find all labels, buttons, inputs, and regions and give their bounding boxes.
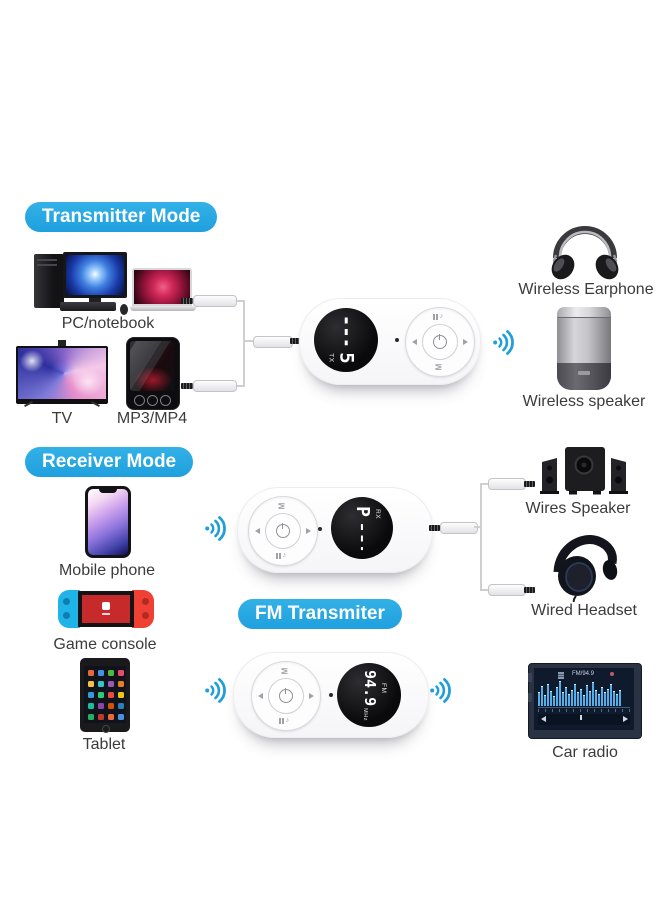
receiver-mode-badge: Receiver Mode <box>25 447 194 477</box>
aux-jack-tip <box>181 298 193 304</box>
note-icon: ♪ <box>282 552 287 559</box>
aux-jack <box>193 295 237 307</box>
tv-icon <box>16 340 108 410</box>
note-icon: ♪ <box>439 313 444 320</box>
wireless-signal-icon <box>492 329 514 356</box>
fm-transmitter-badge: FM Transmiter <box>238 599 402 629</box>
aux-jack <box>253 336 293 348</box>
prev-arrow-icon <box>541 716 546 722</box>
aux-jack-tip <box>524 481 535 487</box>
car-radio-icon: FM/94.9 <box>528 663 642 739</box>
aux-jack-tip <box>290 338 301 344</box>
wireless-signal-icon <box>204 515 226 542</box>
wired-headset-icon <box>546 528 622 602</box>
game-console-icon <box>58 590 154 628</box>
device-control-pad: ♪ M <box>405 307 475 377</box>
transmitter-mode-badge: Transmitter Mode <box>25 202 218 232</box>
aux-jack <box>193 380 237 392</box>
wireless-earphone-icon <box>544 211 626 282</box>
aux-jack <box>488 584 526 596</box>
mp3-player-icon <box>126 337 180 410</box>
wireless-signal-icon <box>429 677 451 704</box>
mp3-label: MP3/MP4 <box>116 410 188 427</box>
note-icon: ♪ <box>285 717 290 724</box>
display-tag: FM <box>379 682 387 693</box>
tablet-icon <box>80 658 130 733</box>
aux-jack <box>488 478 526 490</box>
device-control-pad: M ♪ <box>248 496 318 566</box>
wireless-speaker-icon <box>557 307 611 390</box>
mode-button-label: M <box>280 667 290 675</box>
aux-jack-tip <box>429 525 440 531</box>
aux-jack-tip <box>524 587 535 593</box>
tv-label: TV <box>51 410 73 427</box>
pc-icon <box>20 250 196 315</box>
mobile-phone-label: Mobile phone <box>58 562 156 579</box>
next-arrow-icon <box>623 716 628 722</box>
mode-button-label: M <box>434 363 444 371</box>
display-tag: RX <box>374 509 381 520</box>
display-tag: TX <box>327 352 335 363</box>
power-icon <box>433 334 447 349</box>
power-icon <box>276 523 290 538</box>
power-icon <box>279 688 293 703</box>
car-radio-status: FM/94.9 <box>572 671 595 677</box>
game-console-label: Game console <box>53 636 157 653</box>
heart-icon <box>610 672 614 676</box>
aux-jack <box>440 522 478 534</box>
mode-button-label: M <box>277 502 287 510</box>
wired-headset-label: Wired Headset <box>531 602 637 619</box>
wireless-earphone-label: Wireless Earphone <box>518 281 654 298</box>
pc-label: PC/notebook <box>61 315 155 332</box>
tablet-label: Tablet <box>82 736 126 753</box>
menu-icon <box>558 672 564 674</box>
wires-speaker-icon <box>538 445 630 503</box>
mobile-phone-icon <box>85 486 131 558</box>
aux-jack-tip <box>181 383 193 389</box>
wires-speaker-label: Wires Speaker <box>525 500 631 517</box>
car-radio-label: Car radio <box>552 744 618 761</box>
device-control-pad: M ♪ <box>251 661 321 731</box>
wireless-speaker-label: Wireless speaker <box>522 393 646 410</box>
display-unit: MHz <box>361 707 368 721</box>
wireless-signal-icon <box>204 677 226 704</box>
